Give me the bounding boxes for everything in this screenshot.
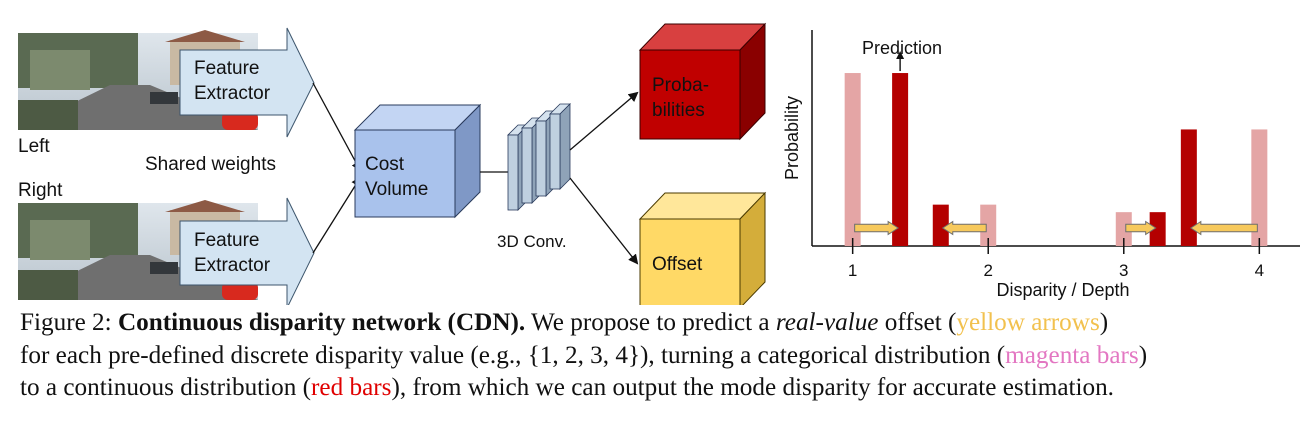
magenta-bar-2 <box>980 204 997 246</box>
caption-fig-label: Figure 2: <box>20 309 118 336</box>
caption-text-2: offset ( <box>878 309 957 336</box>
probabilities-line1: Proba- <box>652 75 709 96</box>
prediction-arrow-icon <box>896 51 905 60</box>
edge-conv-to-offset <box>569 177 639 265</box>
red-bar-3 <box>1149 212 1166 246</box>
x-tick-label-4: 4 <box>1255 261 1264 280</box>
red-bar-1 <box>892 73 909 246</box>
feature-extractor-top-line2: Extractor <box>194 83 271 104</box>
cost-volume-cube <box>353 103 482 219</box>
x-tick-label-2: 2 <box>983 261 992 280</box>
left-label: Left <box>18 136 50 157</box>
offset-arrow-3 <box>1125 220 1157 236</box>
caption-text-4: for each pre-defined discrete disparity … <box>20 341 1006 369</box>
magenta-bar-3 <box>1115 212 1132 246</box>
left-image <box>18 30 258 130</box>
right-label: Right <box>18 180 63 201</box>
feature-extractor-bottom-line2: Extractor <box>194 255 271 276</box>
magenta-bar-1 <box>844 73 861 246</box>
caption-magenta-bars: magenta bars <box>1005 341 1139 369</box>
x-tick-label-1: 1 <box>848 261 857 280</box>
disparity-chart: Probability Disparity / Depth Prediction… <box>782 30 1300 300</box>
conv3d-layers <box>507 103 571 211</box>
caption-text-1: We propose to predict a <box>525 309 776 336</box>
caption-line-1: Figure 2: Continuous disparity network (… <box>20 307 1305 340</box>
offset-arrow-2 <box>941 220 987 236</box>
figure-caption: Figure 2: Continuous disparity network (… <box>20 307 1305 405</box>
offset-cube <box>638 191 767 305</box>
edge-conv-to-prob <box>569 91 639 151</box>
probabilities-line2: bilities <box>652 100 705 121</box>
edge-top-to-cost <box>312 82 361 172</box>
edge-bottom-to-cost <box>312 176 362 254</box>
offset-arrow-1 <box>854 220 900 236</box>
caption-text-3: ) <box>1099 309 1109 336</box>
caption-line-3: to a continuous distribution (red bars),… <box>20 372 1305 405</box>
x-axis-label: Disparity / Depth <box>996 280 1129 300</box>
caption-text-6: to a continuous distribution ( <box>20 374 312 401</box>
caption-text-7: ), from which we can output the mode dis… <box>391 374 1114 401</box>
offset-label: Offset <box>652 254 703 275</box>
cost-volume-line2: Volume <box>365 179 428 200</box>
red-bar-4 <box>1180 129 1197 246</box>
conv3d-label: 3D Conv. <box>497 232 567 251</box>
shared-weights-label: Shared weights <box>145 154 276 175</box>
y-axis-label: Probability <box>782 96 802 180</box>
cost-volume-line1: Cost <box>365 154 405 175</box>
magenta-bar-4 <box>1251 129 1268 246</box>
caption-line-2: for each pre-defined discrete disparity … <box>20 340 1305 373</box>
offset-arrow-4 <box>1189 220 1258 236</box>
red-bar-2 <box>932 204 949 246</box>
caption-italic-text: real-value <box>775 309 879 336</box>
caption-bold-title: Continuous disparity network (CDN). <box>117 309 526 336</box>
caption-yellow-arrows: yellow arrows <box>956 309 1100 336</box>
caption-text-5: ) <box>1138 341 1148 369</box>
probabilities-cube <box>638 22 767 141</box>
prediction-label: Prediction <box>862 38 942 58</box>
cdn-diagram: Feature Extractor Feature Extractor Left… <box>18 22 1300 305</box>
feature-extractor-arrow-top <box>179 27 315 138</box>
feature-extractor-arrow-bottom <box>179 197 315 305</box>
feature-extractor-top-line1: Feature <box>194 58 259 79</box>
x-tick-label-3: 3 <box>1119 261 1128 280</box>
feature-extractor-bottom-line1: Feature <box>194 230 259 251</box>
caption-red-bars: red bars <box>311 374 392 401</box>
